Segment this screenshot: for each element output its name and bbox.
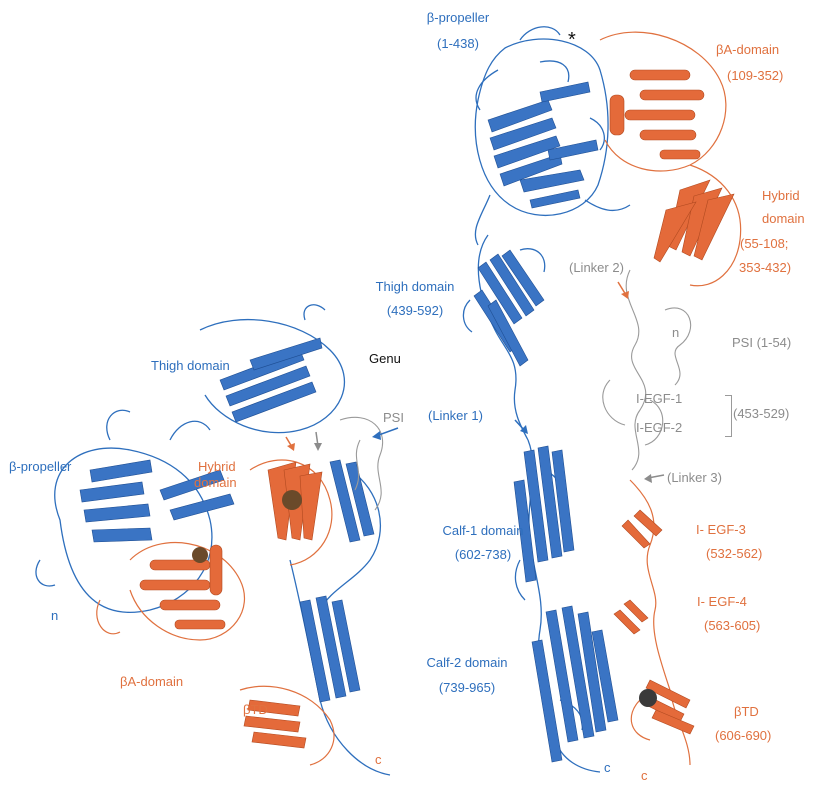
- right-linker1-label: (Linker 1): [428, 408, 483, 424]
- right-asterisk-marker: *: [568, 32, 576, 48]
- left-c-terminus-label: c: [375, 752, 382, 768]
- right-c-terminus-beta-label: c: [641, 768, 648, 784]
- right-beta-propeller-label: β-propeller: [408, 10, 508, 26]
- left-hybrid-domain-line1: Hybrid: [198, 459, 236, 475]
- linker3-arrow-icon: [644, 474, 664, 483]
- right-thigh-domain-range: (439-592): [355, 303, 475, 319]
- linker1-arrow-icon: [515, 420, 528, 434]
- right-n-terminus-label: n: [672, 325, 679, 341]
- right-psi-label: PSI (1-54): [732, 335, 791, 351]
- right-hybrid-domain-line2: domain: [762, 211, 805, 227]
- right-iegf4-label: I- EGF-4: [697, 594, 747, 610]
- left-genu-label: Genu: [369, 351, 401, 367]
- right-iegf2-label: I-EGF-2: [636, 420, 682, 436]
- left-betaTD-label: βTD: [243, 702, 268, 718]
- genu-arrow-icon: [372, 428, 398, 440]
- right-gray-region: [603, 270, 691, 470]
- right-calf2-range: (739-965): [402, 680, 532, 696]
- right-linker2-label: (Linker 2): [569, 260, 624, 276]
- right-betaA-domain-range: (109-352): [727, 68, 783, 84]
- right-beta-propeller-range: (1-438): [408, 36, 508, 52]
- left-thigh-domain-label: Thigh domain: [151, 358, 230, 374]
- left-psi-label: PSI: [383, 410, 404, 426]
- right-calf2-domain-label: Calf-2 domain: [402, 655, 532, 671]
- left-alpha-sheets: [80, 338, 374, 702]
- right-betaA-domain-label: βA-domain: [716, 42, 779, 58]
- right-calf1-domain-label: Calf-1 domain: [428, 523, 538, 539]
- right-hybrid-domain-range2: 353-432): [739, 260, 791, 276]
- psi-left-arrow-icon: [314, 432, 322, 451]
- right-iegf3-label: I- EGF-3: [696, 522, 746, 538]
- right-thigh-domain-label: Thigh domain: [355, 279, 475, 295]
- left-n-terminus-label: n: [51, 608, 58, 624]
- right-linker3-label: (Linker 3): [667, 470, 722, 486]
- left-hybrid-domain-line2: domain: [194, 475, 237, 491]
- right-calf1-range: (602-738): [428, 547, 538, 563]
- right-hybrid-domain-line1: Hybrid: [762, 188, 800, 204]
- left-alpha-subunit: [36, 305, 390, 775]
- iegf-bracket: [725, 395, 732, 437]
- left-betaA-domain-label: βA-domain: [120, 674, 183, 690]
- right-iegf4-range: (563-605): [704, 618, 760, 634]
- left-beta-propeller-label: β-propeller: [9, 459, 71, 475]
- right-iegf1-label: I-EGF-1: [636, 391, 682, 407]
- linker2-arrow-icon: [618, 282, 629, 299]
- right-iegf12-range: (453-529): [733, 406, 789, 422]
- right-iegf3-range: (532-562): [706, 546, 762, 562]
- right-betaTD-label: βTD: [734, 704, 759, 720]
- right-betaTD-range: (606-690): [715, 728, 771, 744]
- right-hybrid-domain-range1: (55-108;: [740, 236, 788, 252]
- right-c-terminus-alpha-label: c: [604, 760, 611, 776]
- hybrid-left-arrow-icon: [286, 437, 295, 451]
